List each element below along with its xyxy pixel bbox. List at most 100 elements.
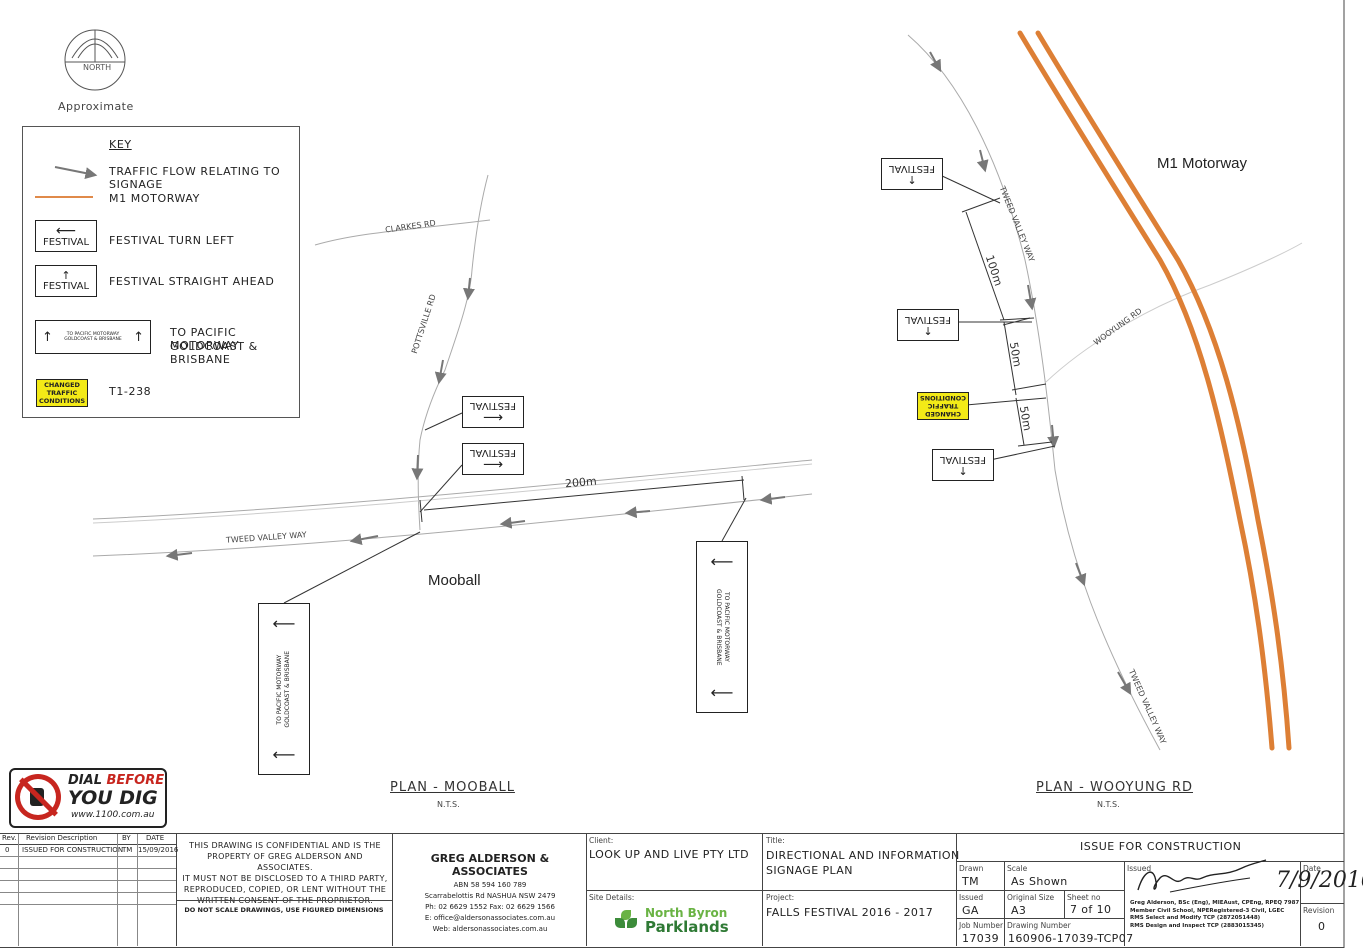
mooball-roads [92, 174, 813, 557]
job-value: 17039 [962, 932, 999, 945]
traffic-flow-arrow-icon [54, 166, 98, 179]
issued-sig-label: Issued [1127, 864, 1152, 873]
legend-sign-straight: ↑ FESTIVAL [35, 265, 97, 297]
wooyung-traffic-arrows [929, 51, 1132, 696]
scale-value: As Shown [1011, 875, 1068, 888]
sign-festival-mooball-2: ⟵ FESTIVAL [462, 443, 524, 475]
arrow-left-icon: ⟵ [482, 456, 504, 473]
arrow-left-icon: ⟵ [710, 552, 734, 571]
mooball-leader-lines [283, 412, 747, 604]
dial-url: www.1100.com.au [71, 810, 155, 820]
legend-item-t1-238: T1-238 [109, 385, 152, 398]
sign-text: FESTIVAL [939, 454, 987, 465]
job-label: Job Number [959, 921, 1004, 930]
m1-motorway-label: M1 Motorway [1157, 155, 1248, 172]
firm-phone: Ph: 02 6629 1552 Fax: 02 6629 1566 [425, 903, 555, 911]
arrow-up-icon: ↑ [923, 324, 933, 337]
legend-title: KEY [109, 138, 132, 151]
north-byron-parklands-logo: North Byron Parklands [615, 906, 745, 938]
legend-item-traffic-flow: TRAFFIC FLOW RELATING TO SIGNAGE [109, 165, 281, 191]
wooyung-roads [907, 34, 1303, 751]
revision-label: Revision [1303, 906, 1335, 915]
arrow-left-icon: ⟵ [272, 614, 296, 633]
sign-text: FESTIVAL [469, 447, 517, 459]
plan-title-wooyung: PLAN - WOOYUNG RD [1036, 780, 1193, 795]
leaf-icon [615, 910, 637, 932]
revision-value: 0 [1318, 920, 1326, 933]
firm-web: Web: aldersonassociates.com.au [432, 925, 548, 933]
logo-text-2: Parklands [645, 918, 729, 936]
motorway-line-icon [35, 196, 93, 198]
client-name: LOOK UP AND LIVE PTY LTD [589, 848, 749, 861]
arrow-up-icon: ↑ [42, 329, 53, 345]
issue-status: ISSUE FOR CONSTRUCTION [1080, 840, 1242, 853]
site-label: Site Details: [589, 893, 635, 902]
size-value: A3 [1011, 904, 1027, 917]
dial-line2: YOU DIG [68, 787, 158, 809]
north-label: NORTH [83, 63, 112, 72]
drawn-value: TM [962, 875, 980, 888]
sign-text: FESTIVAL [42, 236, 90, 248]
credentials: Greg Alderson, BSc (Eng), MIEAust, CPEng… [1130, 900, 1300, 929]
sign-festival-wooyung-1: ↑ FESTIVAL [881, 158, 943, 190]
signature-icon [1137, 859, 1267, 893]
project-label: Project: [766, 893, 795, 902]
arrow-left-icon: ⟵ [55, 222, 77, 239]
client-label: Client: [589, 836, 614, 845]
sign-text: FESTIVAL [888, 163, 936, 174]
sheet-value: 7 of 10 [1070, 903, 1112, 916]
drawing-title-2: SIGNAGE PLAN [766, 864, 853, 877]
sheet-label: Sheet no [1067, 893, 1101, 902]
firm-address: Scarrabelottis Rd NASHUA NSW 2479 [424, 892, 556, 900]
logo-text-1: North Byron [645, 906, 728, 920]
arrow-up-icon: ↑ [958, 464, 968, 477]
drawn-label: Drawn [959, 864, 984, 873]
dwg-label: Drawing Number [1007, 921, 1071, 930]
no-scale-note: DO NOT SCALE DRAWINGS, USE FIGURED DIMEN… [184, 906, 384, 914]
sign-text: FESTIVAL [469, 400, 517, 412]
issued-label: Issued [959, 893, 984, 902]
legend-item-turn-left: FESTIVAL TURN LEFT [109, 234, 235, 247]
scale-label: Scale [1007, 864, 1028, 873]
dial-line1: DIAL BEFORE [68, 773, 165, 788]
no-dig-icon [15, 774, 61, 820]
arrow-left-icon: ⟵ [482, 409, 504, 426]
firm-abn: ABN 58 594 160 789 [453, 881, 527, 889]
arrow-left-icon: ⟵ [710, 682, 734, 702]
sign-festival-wooyung-3: ↑ FESTIVAL [932, 449, 994, 481]
legend-item-pacific-2: GOLDCOAST & BRISBANE [170, 340, 258, 366]
dwg-value: 160906-17039-TCP07 [1008, 932, 1134, 945]
north-arrow-icon [64, 29, 126, 91]
issued-value: GA [962, 904, 979, 917]
legend-item-pacific-1: TO PACIFIC MOTORWAY [170, 326, 240, 352]
size-label: Original Size [1007, 893, 1055, 902]
m1-motorway [1017, 30, 1292, 751]
wooyung-leader-lines [939, 174, 1056, 461]
confidential-notice: THIS DRAWING IS CONFIDENTIAL AND IS THE … [182, 841, 388, 905]
sign-festival-mooball-1: ⟵ FESTIVAL [462, 396, 524, 428]
arrow-up-icon: ↑ [133, 329, 144, 345]
drawing-title-1: DIRECTIONAL AND INFORMATION [766, 849, 960, 862]
firm-name: GREG ALDERSON & ASSOCIATES [430, 852, 550, 878]
date-value: 7/9/2016 [1276, 868, 1363, 893]
date-label: Date [1303, 864, 1321, 873]
title-label: Title: [766, 836, 785, 845]
arrow-up-icon: ↑ [61, 269, 71, 282]
distance-200m: 200m [564, 474, 598, 491]
sign-text: FESTIVAL [904, 314, 952, 325]
project-name: FALLS FESTIVAL 2016 - 2017 [766, 906, 934, 919]
plan-scale-mooball: N.T.S. [437, 800, 460, 809]
legend-item-straight: FESTIVAL STRAIGHT AHEAD [109, 275, 275, 288]
sign-festival-wooyung-2: ↑ FESTIVAL [897, 309, 959, 341]
revision-table: Rev. Revision Description BY DATE 0 ISSU… [0, 834, 178, 946]
sign-text: FESTIVAL [42, 281, 90, 292]
revision-header: Rev. Revision Description BY DATE [0, 834, 176, 845]
firm-info: GREG ALDERSON & ASSOCIATES ABN 58 594 16… [394, 852, 586, 933]
arrow-up-icon: ↑ [907, 173, 917, 186]
